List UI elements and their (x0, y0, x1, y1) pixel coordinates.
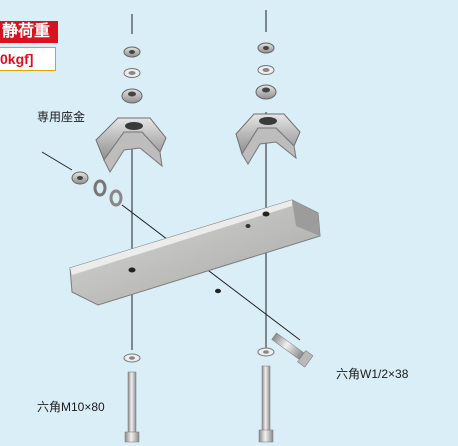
bottom-right-bolt (257, 347, 275, 443)
right-fastener-stack (255, 42, 277, 100)
static-load-badge: 静荷重 (0, 21, 58, 43)
bottom-left-bolt (123, 353, 141, 443)
left-fastener-stack (121, 46, 143, 104)
left-special-washer (95, 117, 167, 174)
label-side-bolt: 六角W1/2×38 (336, 367, 409, 381)
angle-bracket (69, 199, 321, 306)
label-bottom-bolt: 六角M10×80 (37, 400, 105, 414)
label-special-washer: 専用座金 (37, 110, 86, 124)
side-bolt (271, 332, 314, 368)
right-special-washer (235, 113, 301, 165)
side-fastener-stack (71, 171, 123, 207)
load-value: 0kgf] (0, 47, 56, 71)
